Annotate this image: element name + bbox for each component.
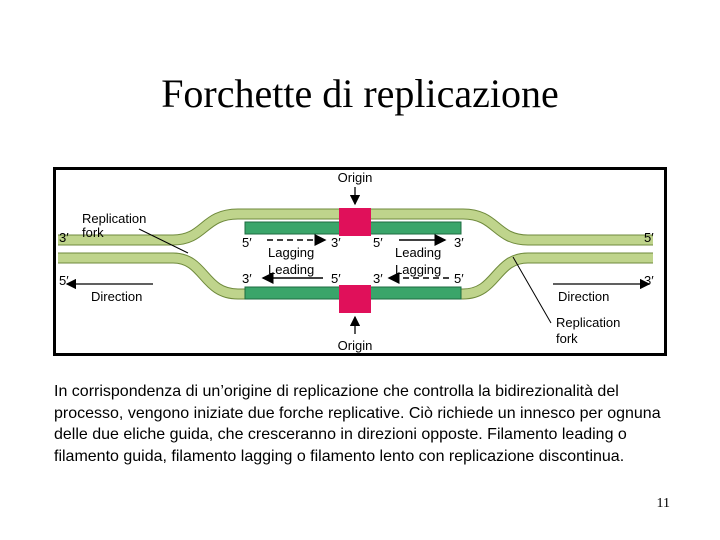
bottom-strand-left-3: 3′ (242, 271, 252, 286)
origin-region-top (339, 208, 371, 236)
origin-label-bottom: Origin (338, 338, 373, 353)
origin-label-top: Origin (338, 170, 373, 185)
fork-pointer-right (512, 256, 552, 324)
slide-caption: In corrispondenza di un’origine di repli… (54, 383, 661, 465)
bottom-strand-right-5: 5′ (454, 271, 464, 286)
bottom-strand-right-3: 3′ (373, 271, 383, 286)
slide-title: Forchette di replicazione (161, 71, 559, 116)
page-number: 11 (656, 496, 670, 511)
replication-fork-diagram: Origin Origin Replication fork Replicati… (53, 167, 667, 356)
top-strand-left-5: 5′ (242, 235, 252, 250)
diagram-canvas: Origin Origin Replication fork Replicati… (53, 167, 667, 356)
end-label-left-top: 3′ (59, 230, 69, 245)
bottom-strand-left-5: 5′ (331, 271, 341, 286)
leading-label-top: Leading (395, 245, 441, 260)
end-label-right-top: 5′ (644, 230, 654, 245)
lagging-label-bottom: Lagging (395, 262, 441, 277)
direction-label-left: Direction (91, 289, 142, 304)
end-label-left-bottom: 5′ (59, 273, 69, 288)
fork-label-left: Replication fork (82, 211, 150, 240)
top-strand-right-5: 5′ (373, 235, 383, 250)
fork-pointer-left (138, 228, 189, 254)
leading-label-bottom: Leading (268, 262, 314, 277)
top-strand-left-3: 3′ (331, 235, 341, 250)
lagging-label-top: Lagging (268, 245, 314, 260)
end-label-right-bottom: 3′ (644, 273, 654, 288)
direction-label-right: Direction (558, 289, 609, 304)
origin-region-bottom (339, 285, 371, 313)
fork-label-right: Replication fork (556, 315, 624, 346)
top-strand-right-3: 3′ (454, 235, 464, 250)
